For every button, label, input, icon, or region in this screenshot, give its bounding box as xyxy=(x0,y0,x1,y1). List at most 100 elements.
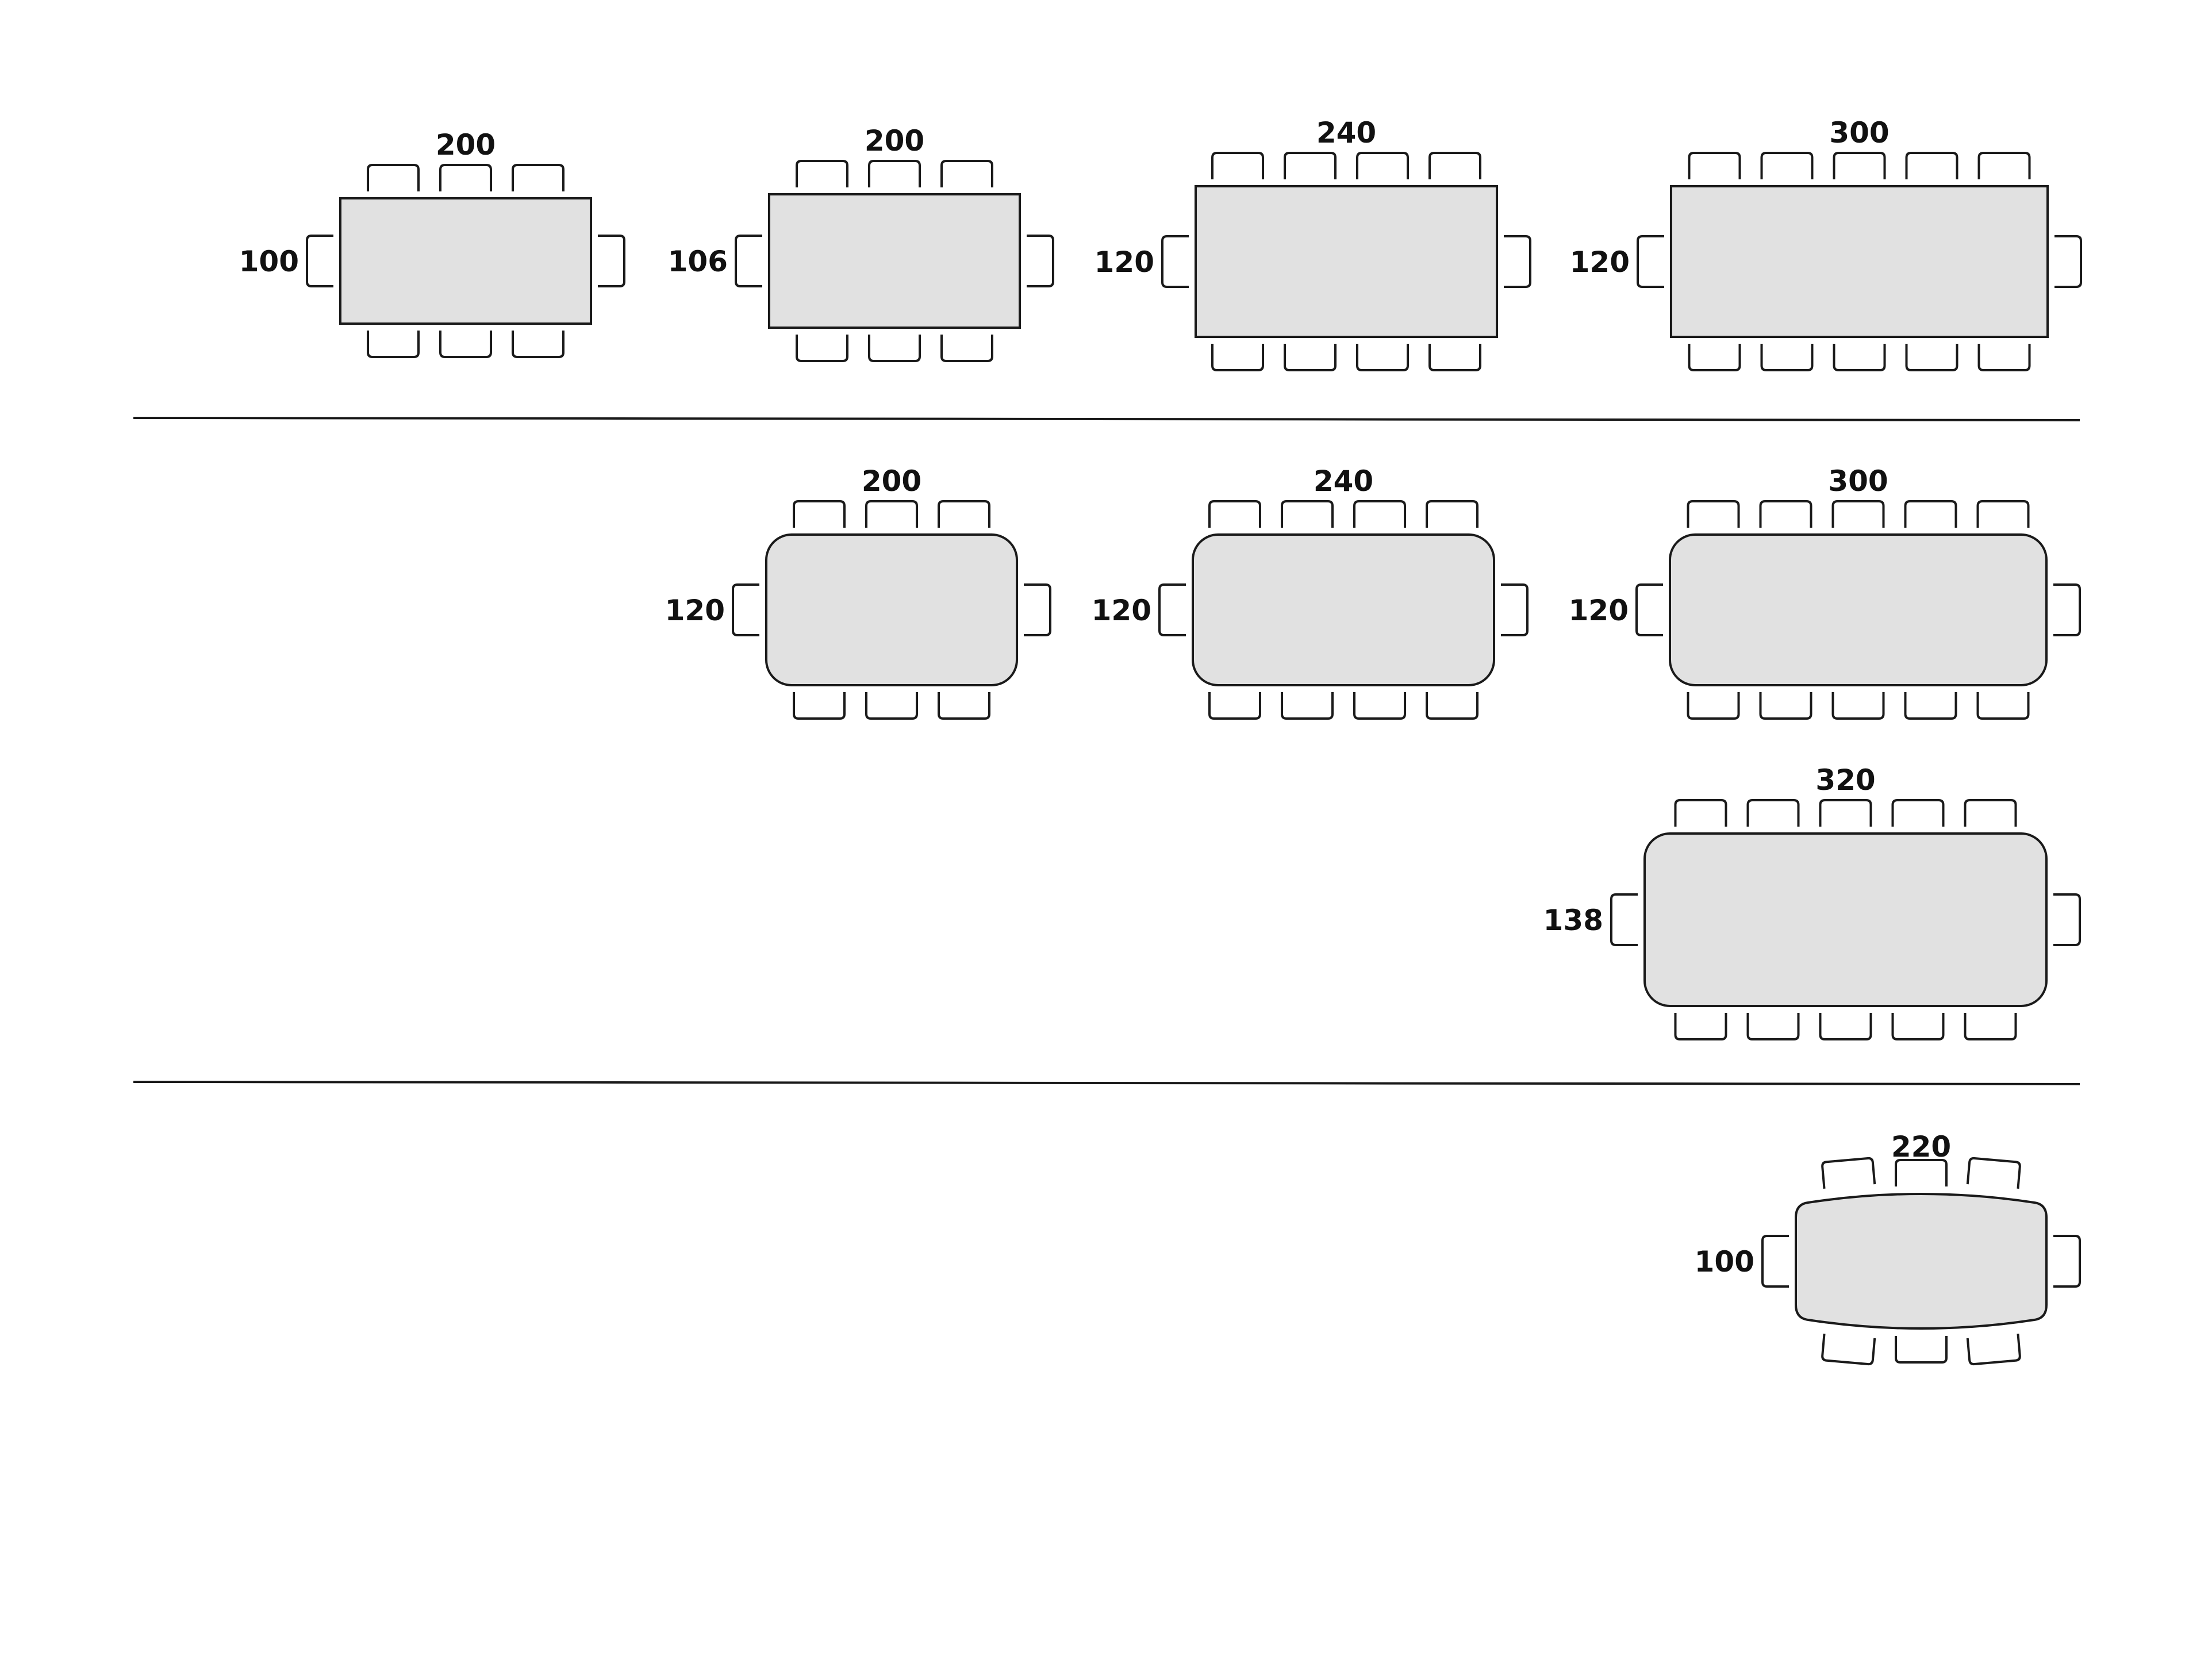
chair-icon xyxy=(367,164,420,191)
chair-icon xyxy=(865,692,918,720)
chair-icon xyxy=(1746,1013,1800,1040)
table-top-barrel xyxy=(1795,1192,2048,1330)
chair-icon xyxy=(1635,583,1663,636)
chair-icon xyxy=(1831,500,1885,528)
length-label: 200 xyxy=(436,128,496,162)
chair-icon xyxy=(1284,152,1337,179)
table-group: 300 120 xyxy=(1570,116,2082,371)
chair-icon xyxy=(1688,344,1741,371)
chair-icon xyxy=(1760,344,1814,371)
table-group: 300 120 xyxy=(1569,464,2081,720)
width-label: 120 xyxy=(665,594,725,627)
table-top-rounded xyxy=(1669,533,2048,686)
length-label: 200 xyxy=(862,464,921,498)
chair-icon xyxy=(1891,1013,1945,1040)
length-label: 220 xyxy=(1891,1130,1951,1163)
width-label: 106 xyxy=(668,245,728,278)
chair-icon xyxy=(1211,152,1264,179)
chair-icon xyxy=(1024,583,1051,636)
chairs xyxy=(1761,1157,2081,1366)
chair-icon xyxy=(1428,344,1481,371)
section-divider xyxy=(133,1081,2080,1085)
chair-icon xyxy=(1833,152,1886,179)
chair-icon xyxy=(512,331,564,358)
chair-icon xyxy=(1819,1013,1872,1040)
chair-icon xyxy=(868,160,921,187)
chair-icon xyxy=(1831,692,1885,720)
chair-icon-group xyxy=(1895,1336,1948,1364)
chairs xyxy=(1637,152,2082,371)
chairs xyxy=(732,500,1051,720)
chair-icon xyxy=(1977,344,2031,371)
width-label: 120 xyxy=(1095,245,1154,279)
chair-icon xyxy=(1759,500,1812,528)
table-group: 200 106 xyxy=(668,124,1054,362)
chairs xyxy=(735,160,1054,362)
chair-icon xyxy=(1208,692,1261,720)
chair-icon-group xyxy=(1966,1334,2021,1366)
chair-icon xyxy=(940,335,993,362)
width-label: 120 xyxy=(1092,594,1151,627)
table-top-rectangle xyxy=(339,197,592,325)
chair-icon xyxy=(1964,799,2017,827)
width-label: 138 xyxy=(1543,904,1603,937)
chair-icon-group xyxy=(1895,1159,1948,1186)
chair-icon xyxy=(1821,1157,1876,1189)
chair-icon xyxy=(1761,1235,1789,1288)
chair-icon xyxy=(1426,692,1478,720)
chair-icon xyxy=(1208,500,1261,528)
chair-icon xyxy=(512,164,564,191)
table-group: 220 100 xyxy=(1695,1130,2081,1366)
chair-icon xyxy=(793,500,846,528)
chair-icon xyxy=(796,160,848,187)
chair-icon xyxy=(1501,583,1529,636)
chair-icon xyxy=(796,335,848,362)
chairs xyxy=(1161,152,1531,371)
chair-icon xyxy=(1353,500,1406,528)
chair-icon xyxy=(439,331,492,358)
length-label: 300 xyxy=(1829,116,1889,149)
chair-icon xyxy=(1356,152,1409,179)
chair-icon xyxy=(1426,500,1478,528)
table-group: 200 120 xyxy=(665,464,1051,720)
chair-icon xyxy=(1895,1336,1948,1364)
table-group: 320 138 xyxy=(1543,763,2081,1040)
chair-icon xyxy=(1688,152,1741,179)
chair-icon xyxy=(1281,500,1334,528)
chair-icon xyxy=(1895,1159,1948,1186)
chair-icon xyxy=(367,331,420,358)
length-label: 300 xyxy=(1828,464,1888,498)
chair-icon xyxy=(1819,799,1872,827)
chair-icon-group xyxy=(1966,1157,2021,1189)
table-top-rectangle xyxy=(1195,185,1498,338)
chair-icon xyxy=(1760,152,1814,179)
chair-icon xyxy=(1905,344,1958,371)
chair-icon xyxy=(1211,344,1264,371)
chair-icon xyxy=(1027,235,1054,287)
chair-icon-group xyxy=(1821,1157,1876,1189)
width-label: 100 xyxy=(1695,1245,1754,1278)
width-label: 120 xyxy=(1570,245,1630,279)
chair-icon xyxy=(2053,893,2081,946)
table-top-rounded xyxy=(1643,832,2048,1007)
width-label: 120 xyxy=(1569,594,1629,627)
chair-icon xyxy=(735,235,762,287)
chair-icon xyxy=(1904,500,1957,528)
chair-icon xyxy=(732,583,759,636)
chair-icon xyxy=(439,164,492,191)
chair-icon xyxy=(1976,500,2030,528)
chair-icon xyxy=(1977,152,2031,179)
chair-icon xyxy=(1891,799,1945,827)
chair-icon xyxy=(1759,692,1812,720)
table-group: 200 100 xyxy=(239,128,625,358)
chair-icon xyxy=(1353,692,1406,720)
chair-icon xyxy=(2053,1235,2081,1288)
chair-icon xyxy=(865,500,918,528)
table-group: 240 120 xyxy=(1092,464,1529,720)
table-group: 240 120 xyxy=(1095,116,1531,371)
chairs xyxy=(306,164,625,358)
length-label: 320 xyxy=(1815,763,1875,797)
chair-icon xyxy=(1966,1334,2021,1366)
chair-icon xyxy=(1746,799,1800,827)
chair-icon xyxy=(868,335,921,362)
